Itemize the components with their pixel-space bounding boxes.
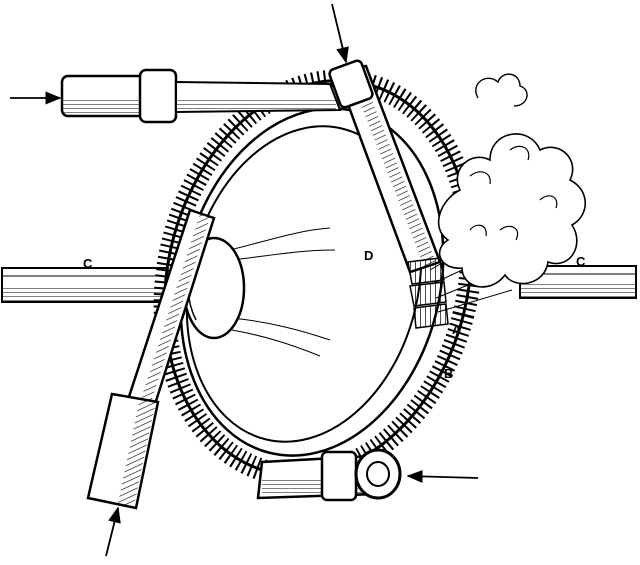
label-c-right: C [576,254,586,269]
nozzle-lower-left [86,208,216,510]
label-c-left: C [83,256,93,271]
nozzle-bottom [256,448,402,502]
label-d: D [364,248,373,263]
arrow-icon [10,3,479,557]
steam-cloud-icon [429,73,586,313]
nozzle-top-left [60,68,342,124]
buckets [407,257,449,329]
label-a: A [452,322,462,337]
label-b: B [444,366,453,381]
